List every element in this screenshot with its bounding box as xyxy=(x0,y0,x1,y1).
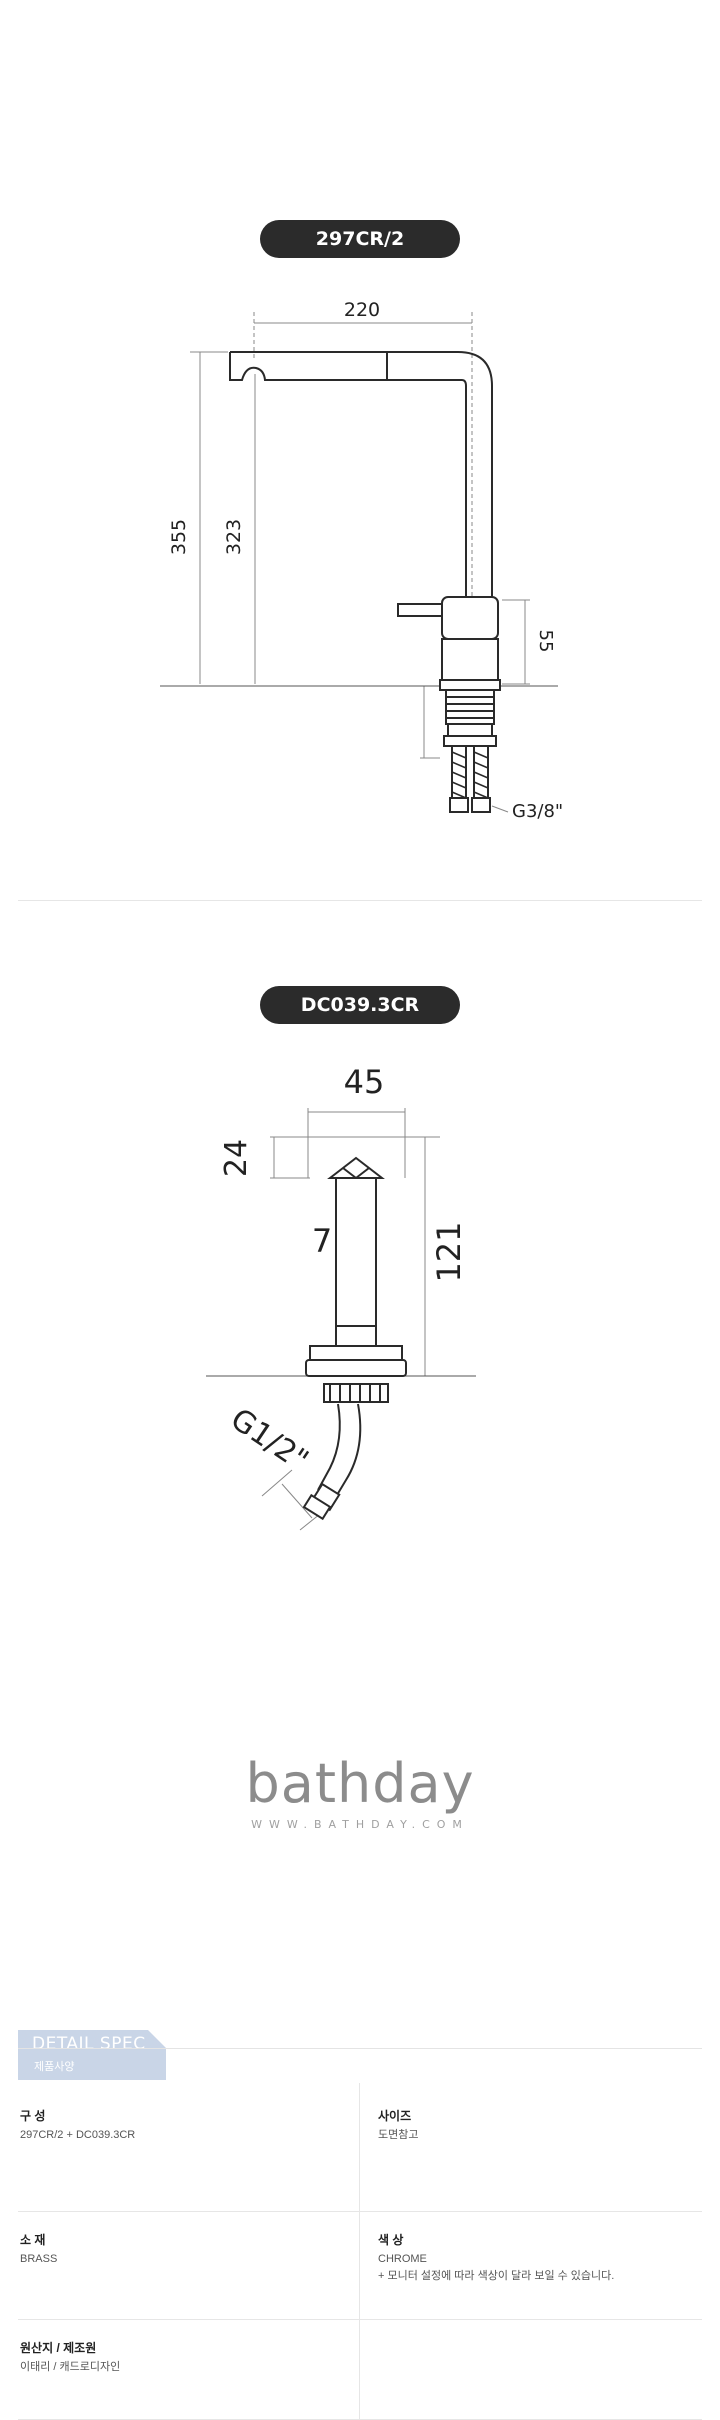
spec-label: 원산지 / 제조원 xyxy=(20,2341,97,2355)
dim-355: 355 xyxy=(168,519,190,555)
thread-g38: G3/8" xyxy=(512,801,563,822)
spec-value: 297CR/2 + DC039.3CR xyxy=(20,2129,136,2141)
dim-24: 24 xyxy=(219,1139,254,1177)
spec-row-material: 소 재 BRASS 색 상 CHROME + 모니터 설정에 따라 색상이 달라… xyxy=(18,2211,702,2320)
spec-cell: 사이즈 도면참고 xyxy=(360,2083,702,2211)
faucet-drawing: 220 355 323 55 G3/8" xyxy=(160,299,563,822)
spec-row-origin: 원산지 / 제조원 이태리 / 캐드로디자인 xyxy=(18,2319,702,2420)
spec-cell: 색 상 CHROME + 모니터 설정에 따라 색상이 달라 보일 수 있습니다… xyxy=(360,2211,702,2319)
tab-subtitle: 제품사양 xyxy=(34,2061,75,2073)
spec-table: 구 성 297CR/2 + DC039.3CR 사이즈 도면참고 소 재 BRA… xyxy=(18,2048,702,2420)
brand-logo: bathday WWW.BATHDAY.COM xyxy=(0,1752,720,1831)
dim-45: 45 xyxy=(344,1063,385,1101)
spec-value: CHROME xyxy=(378,2253,427,2265)
dim-7: 7 xyxy=(312,1222,332,1260)
thread-g12: G1/2" xyxy=(224,1402,314,1479)
svg-text:bathday: bathday xyxy=(245,1752,474,1814)
section-divider xyxy=(18,900,702,901)
spec-label: 소 재 xyxy=(20,2233,46,2247)
drain-drawing: 45 24 7 121 G1/2" xyxy=(206,1063,476,1531)
model-label-DC0393CR: DC039.3CR xyxy=(260,986,460,1024)
spec-cell: 구 성 297CR/2 + DC039.3CR xyxy=(18,2083,360,2211)
spec-label: 구 성 xyxy=(20,2109,46,2123)
logo-url: WWW.BATHDAY.COM xyxy=(251,1818,469,1831)
spec-value: 이태리 / 캐드로디자인 xyxy=(20,2361,121,2373)
tab-title: DETAIL SPEC xyxy=(32,2034,146,2054)
spec-value: 도면참고 xyxy=(378,2129,419,2141)
spec-cell: 소 재 BRASS xyxy=(18,2211,360,2319)
spec-row-composition: 구 성 297CR/2 + DC039.3CR 사이즈 도면참고 xyxy=(18,2083,702,2212)
spec-note: + 모니터 설정에 따라 색상이 달라 보일 수 있습니다. xyxy=(378,2270,615,2282)
dim-220: 220 xyxy=(344,299,380,321)
spec-label: 색 상 xyxy=(378,2233,404,2247)
dim-323: 323 xyxy=(223,519,245,555)
spec-cell: 원산지 / 제조원 이태리 / 캐드로디자인 xyxy=(18,2319,360,2419)
model-label-297CR2: 297CR/2 xyxy=(260,220,460,258)
spec-label: 사이즈 xyxy=(378,2109,412,2123)
spec-cell-empty xyxy=(360,2319,702,2419)
bathday-logo-mark: bathday xyxy=(245,1752,474,1814)
tab-background xyxy=(18,2030,166,2080)
spec-value: BRASS xyxy=(20,2253,58,2265)
dim-55: 55 xyxy=(535,630,556,653)
detail-spec-tab: DETAIL SPEC 제품사양 xyxy=(18,2030,166,2080)
dim-121: 121 xyxy=(430,1221,468,1282)
